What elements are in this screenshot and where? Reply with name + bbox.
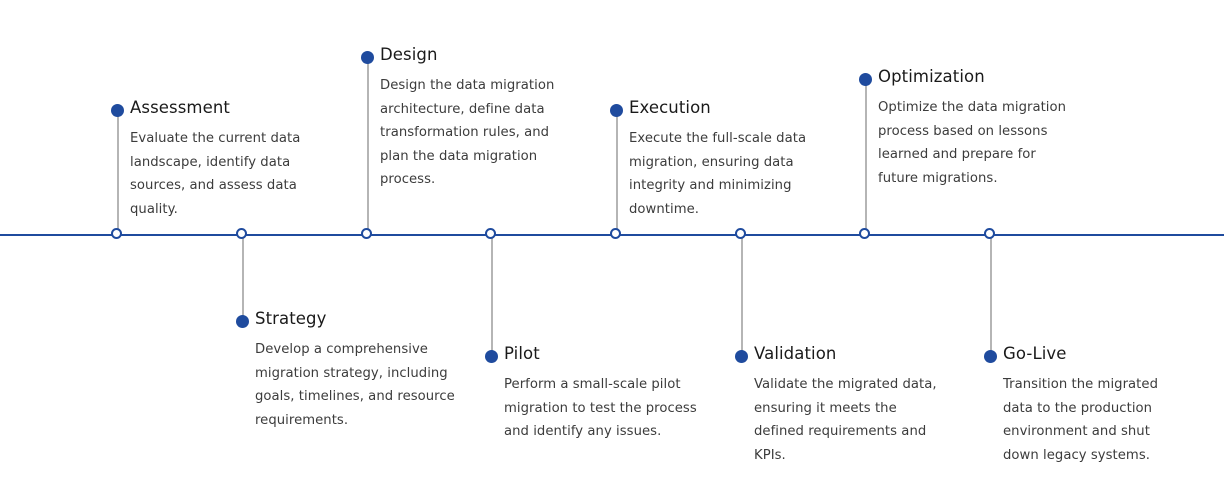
axis-marker-icon[interactable]	[859, 228, 870, 239]
milestone-title: Validation	[754, 344, 837, 363]
axis-marker-icon[interactable]	[361, 228, 372, 239]
milestone-title: Optimization	[878, 67, 985, 86]
axis-marker-icon[interactable]	[236, 228, 247, 239]
milestone-title: Execution	[629, 98, 711, 117]
connector-line	[741, 234, 743, 356]
milestone-dot-icon[interactable]	[984, 350, 997, 363]
milestone-dot-icon[interactable]	[111, 104, 124, 117]
milestone-dot-icon[interactable]	[485, 350, 498, 363]
milestone-description: Evaluate the current data landscape, ide…	[130, 131, 301, 217]
milestone-description: Optimize the data migration process base…	[878, 100, 1067, 186]
milestone-title: Assessment	[130, 98, 230, 117]
milestone-dot-icon[interactable]	[610, 104, 623, 117]
milestone-title: Pilot	[504, 344, 540, 363]
milestone-description: Design the data migration architecture, …	[380, 78, 555, 187]
connector-line	[242, 234, 244, 321]
milestone-dot-icon[interactable]	[361, 51, 374, 64]
milestone-title: Go-Live	[1003, 344, 1067, 363]
connector-line	[865, 79, 867, 234]
milestone-description: Execute the full-scale data migration, e…	[629, 131, 807, 217]
milestone-description: Transition the migrated data to the prod…	[1003, 377, 1158, 463]
connector-line	[367, 57, 369, 234]
milestone-title: Strategy	[255, 309, 327, 328]
milestone-description: Validate the migrated data, ensuring it …	[754, 377, 937, 463]
axis-marker-icon[interactable]	[984, 228, 995, 239]
milestone-dot-icon[interactable]	[735, 350, 748, 363]
connector-line	[117, 110, 119, 234]
axis-marker-icon[interactable]	[485, 228, 496, 239]
milestone-dot-icon[interactable]	[859, 73, 872, 86]
axis-marker-icon[interactable]	[111, 228, 122, 239]
milestone-description: Perform a small-scale pilot migration to…	[504, 377, 697, 439]
connector-line	[990, 234, 992, 356]
milestone-description: Develop a comprehensive migration strate…	[255, 342, 455, 428]
connector-line	[616, 110, 618, 234]
axis-marker-icon[interactable]	[610, 228, 621, 239]
axis-marker-icon[interactable]	[735, 228, 746, 239]
milestone-title: Design	[380, 45, 438, 64]
connector-line	[491, 234, 493, 356]
milestone-dot-icon[interactable]	[236, 315, 249, 328]
